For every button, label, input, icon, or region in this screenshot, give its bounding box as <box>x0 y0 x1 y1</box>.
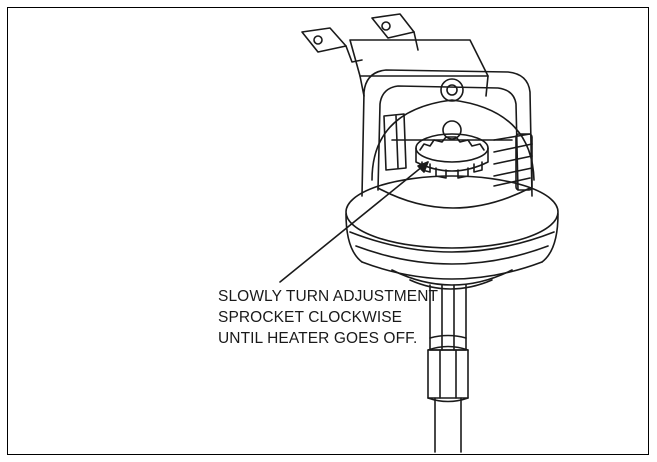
hex-fitting <box>429 284 467 351</box>
callout-line-2: SPROCKET CLOCKWISE <box>218 309 403 326</box>
callout-line-3: UNTIL HEATER GOES OFF. <box>218 330 418 347</box>
hex-nut <box>427 345 469 403</box>
electrical-terminals <box>301 13 489 97</box>
switch-bracket <box>361 69 533 197</box>
tube <box>434 397 462 453</box>
callout-leader <box>279 161 429 283</box>
diaphragm-housing <box>345 175 559 290</box>
switch-contact-block <box>383 113 407 171</box>
spring-coil <box>493 133 533 191</box>
adjustment-sprocket <box>415 120 489 179</box>
callout-line-1: SLOWLY TURN ADJUSTMENT <box>218 288 439 305</box>
instruction-callout: SLOWLY TURN ADJUSTMENT SPROCKET CLOCKWIS… <box>218 286 438 349</box>
